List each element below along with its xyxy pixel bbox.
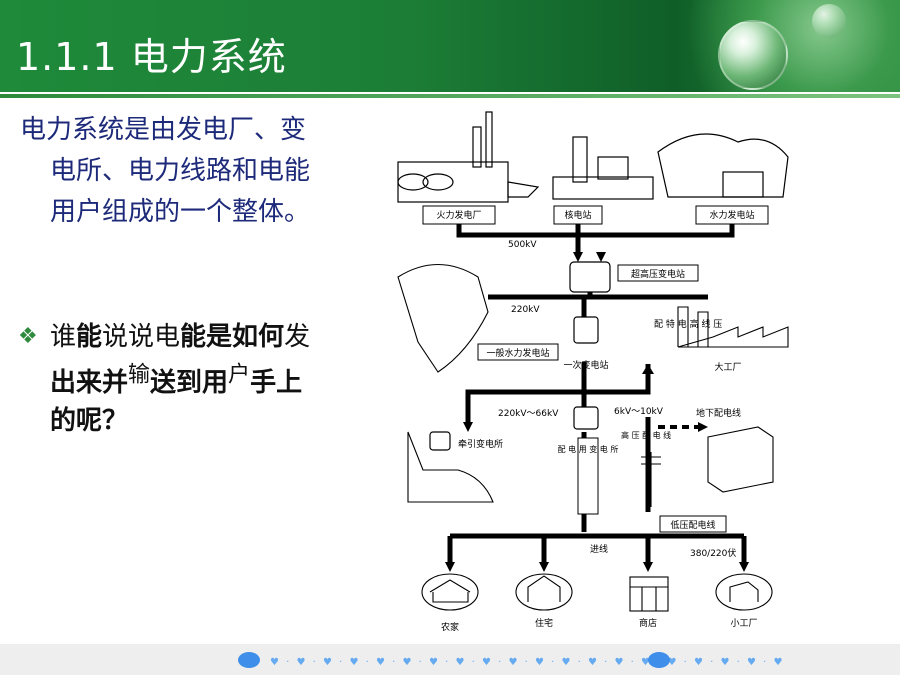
question-segment: 能	[76, 322, 103, 352]
slide-footer: ♥ · ♥ · ♥ · ♥ · ♥ · ♥ · ♥ · ♥ · ♥ · ♥ · …	[0, 644, 900, 675]
diamond-bullet-icon: ❖	[18, 324, 38, 349]
question-line-2: 出来并输送到用户手上	[50, 362, 303, 398]
hydro-plant-illustration	[657, 133, 789, 198]
question-segment: 出来并	[50, 367, 129, 398]
small-droplet-icon	[812, 4, 846, 38]
mascot-icon	[238, 652, 260, 668]
label-6-10kv: 6kV～10kV	[614, 407, 664, 417]
question-segment: 送到用	[150, 367, 229, 398]
water-droplet-icon	[718, 20, 788, 90]
power-system-diagram: 火力发电厂 核电站 水力发电站	[397, 111, 789, 633]
label-500kv: 500kV	[508, 240, 537, 250]
header-divider	[0, 94, 900, 98]
building-illustration	[707, 426, 774, 493]
mountain-hydro-illustration	[397, 263, 489, 373]
train-illustration	[407, 431, 494, 503]
question-line-3: 的呢？	[50, 406, 128, 436]
label-farmhouse: 农家	[441, 621, 459, 633]
question-segment: 说说电	[102, 322, 181, 352]
label-shop: 商店	[639, 617, 657, 629]
question-segment: 谁	[50, 322, 77, 352]
label-large-factory: 大工厂	[714, 361, 741, 373]
label-special-hv-line: 配 特 电 高 线 压	[654, 318, 722, 330]
label-220-66kv: 220kV～66kV	[498, 409, 559, 419]
question-segment: 输	[128, 362, 151, 387]
label-thermal-plant: 火力发电厂	[436, 209, 481, 221]
label-small-factory: 小工厂	[730, 618, 757, 629]
paragraph-line: 用户组成的一个整体。	[50, 197, 311, 227]
label-hydro-plant: 水力发电站	[709, 209, 754, 221]
label-general-hydro: 一般水力发电站	[486, 347, 549, 359]
label-service-line: 进线	[590, 543, 608, 555]
label-220kv: 220kV	[511, 305, 540, 315]
question-segment: 发	[284, 322, 311, 352]
label-underground-line: 地下配电线	[696, 407, 741, 419]
nuclear-plant-illustration	[552, 136, 654, 200]
label-nuclear-plant: 核电站	[564, 209, 591, 221]
slide-header: 1.1.1 电力系统	[0, 0, 900, 92]
question-line-1: 谁能说说电能是如何发	[50, 322, 310, 352]
question-segment: 能是如何	[180, 322, 285, 352]
label-hv-distribution-line: 高 压 配 电 线	[621, 430, 671, 440]
label-residence: 住宅	[535, 617, 553, 629]
thermal-plant-illustration	[397, 111, 540, 203]
paragraph-line: 电力系统是由发电厂、变	[20, 115, 307, 145]
label-uhv-substation: 超高压变电站	[631, 268, 685, 280]
question-bullet: ❖ 谁能说说电能是如何发 出来并输送到用户手上 的呢？	[18, 318, 358, 440]
footer-dot-pattern: ♥ · ♥ · ♥ · ♥ · ♥ · ♥ · ♥ · ♥ · ♥ · ♥ · …	[270, 657, 785, 668]
label-traction-substation: 牵引变电所	[458, 438, 503, 450]
label-380-220v: 380/220伏	[690, 547, 736, 559]
question-text: 谁能说说电能是如何发 出来并输送到用户手上 的呢？	[18, 318, 358, 440]
label-distribution-substation: 配 电 用 变 电 所	[558, 444, 619, 454]
mascot-icon	[648, 652, 670, 668]
label-primary-substation: 一次变电站	[563, 359, 608, 371]
definition-paragraph: 电力系统是由发电厂、变 电所、电力线路和电能 用户组成的一个整体。	[20, 110, 360, 233]
question-segment: 的呢？	[50, 405, 129, 436]
label-lv-distribution-line: 低压配电线	[670, 519, 715, 531]
question-segment: 户	[228, 362, 251, 387]
slide-title: 1.1.1 电力系统	[16, 35, 287, 79]
question-segment: 手上	[250, 367, 303, 398]
paragraph-line: 电所、电力线路和电能	[50, 156, 311, 186]
